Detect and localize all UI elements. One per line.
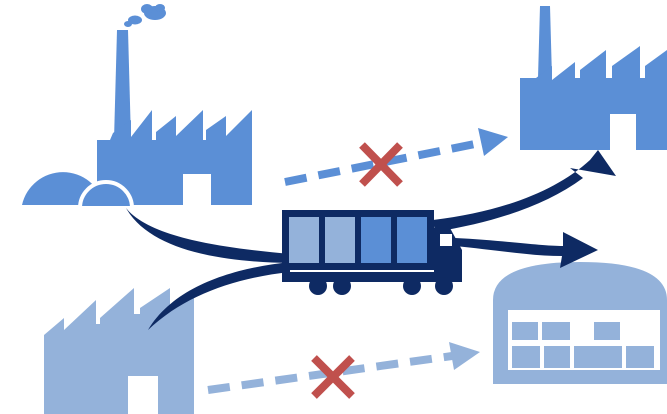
- arrow-head-icon: [449, 342, 480, 370]
- solid-flows: [126, 150, 616, 330]
- wheels-icon: [309, 277, 453, 295]
- factory-door: [183, 174, 211, 206]
- factory-door: [610, 114, 636, 150]
- truck-window: [440, 234, 452, 246]
- shelf-legs: [508, 370, 660, 384]
- factory-door: [128, 376, 158, 414]
- x-cross-icon: [311, 355, 355, 399]
- dome-small-icon: [77, 180, 135, 210]
- cargo-slot-2: [325, 217, 355, 263]
- blocked-flow-bottom: [207, 342, 480, 399]
- boxes-icon: [512, 322, 654, 368]
- truck-chassis: [282, 272, 462, 282]
- flow-truck-to-warehouse: [455, 232, 598, 268]
- arrow-head-icon: [478, 128, 508, 156]
- factory-main: [97, 4, 252, 206]
- cargo-slot-4: [397, 217, 427, 263]
- cargo-slot-3: [361, 217, 391, 263]
- flow-truck-to-factory-destination: [433, 150, 616, 232]
- storage-domes: [22, 172, 135, 210]
- flow-factory-secondary-to-truck: [148, 262, 290, 330]
- flow-factory-main-to-truck: [126, 208, 290, 263]
- factory-destination: [520, 6, 667, 150]
- smoke-icon: [124, 4, 166, 27]
- blocked-flow-top: [284, 128, 508, 187]
- chimney-icon: [538, 6, 552, 78]
- chimney-icon: [114, 30, 131, 140]
- warehouse: [493, 262, 667, 384]
- cargo-slot-1: [289, 217, 319, 263]
- factory-building-icon: [97, 110, 252, 205]
- truck: [282, 210, 462, 295]
- x-cross-icon: [359, 142, 403, 187]
